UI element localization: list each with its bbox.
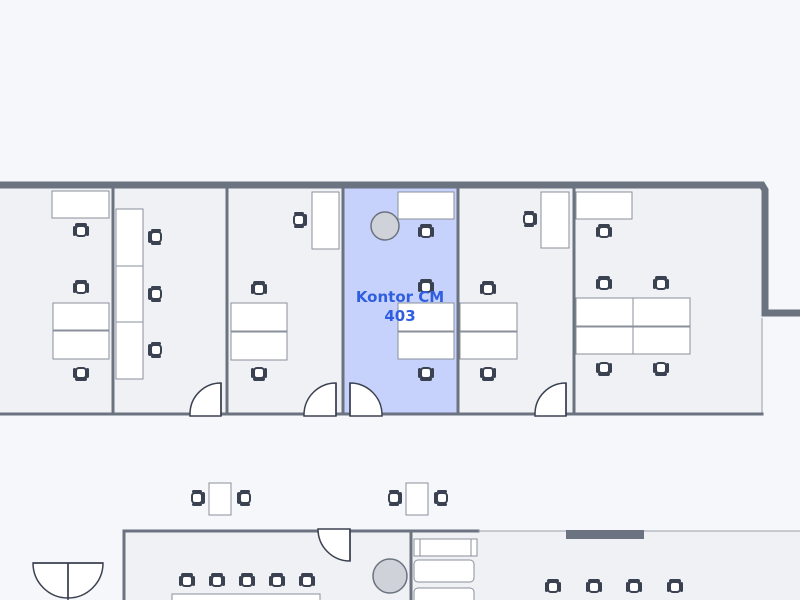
window-sill [566,530,644,539]
office-chair-icon[interactable] [148,229,162,245]
office-chair-icon[interactable] [251,367,267,381]
office-chair-icon[interactable] [653,362,669,376]
chairs [73,211,683,593]
desk[interactable] [230,302,288,332]
desk[interactable] [397,191,455,220]
office-chair-icon[interactable] [148,286,162,302]
desk[interactable] [632,326,691,355]
doors [32,382,567,600]
office-chair-icon[interactable] [480,281,496,295]
desk[interactable] [575,191,633,220]
meeting-table[interactable] [171,593,321,600]
office-chair-icon[interactable] [239,573,255,587]
desk[interactable] [459,331,518,360]
office-chair-icon[interactable] [251,281,267,295]
desk[interactable] [459,302,518,332]
office-chair-icon[interactable] [418,367,434,381]
sofa[interactable] [413,559,475,583]
office-chair-icon[interactable] [237,490,251,506]
office-chair-icon[interactable] [191,490,205,506]
office-chair-icon[interactable] [653,276,669,290]
desks [51,190,691,600]
desk[interactable] [115,265,144,323]
office-chair-icon[interactable] [626,579,642,593]
desk[interactable] [51,190,110,219]
office-chair-icon[interactable] [148,342,162,358]
office-chair-icon[interactable] [269,573,285,587]
desk[interactable] [230,331,288,361]
desk[interactable] [115,208,144,267]
potted-plant-icon [370,211,400,241]
desk[interactable] [575,326,634,355]
office-chair-icon[interactable] [434,490,448,506]
cabinet[interactable] [413,538,478,557]
corridor-table[interactable] [405,482,429,516]
room-labels: Kontor CM 403 [356,288,444,325]
walls [0,181,800,600]
desk[interactable] [52,302,110,331]
office-chair-icon[interactable] [596,224,612,238]
desk[interactable] [575,297,634,327]
corridor-top-wall [0,181,800,317]
office-chair-icon[interactable] [293,212,307,228]
office-chair-icon[interactable] [586,579,602,593]
office-chair-icon[interactable] [73,223,89,237]
desk[interactable] [540,191,570,249]
office-chair-icon[interactable] [299,573,315,587]
desk[interactable] [397,331,455,360]
potted-plant-icon [372,558,408,594]
desk[interactable] [397,302,455,332]
room-label-line1: Kontor CM [356,288,444,306]
room-label-line2: 403 [384,307,415,325]
office-chair-icon[interactable] [209,573,225,587]
desk[interactable] [52,330,110,360]
office-chair-icon[interactable] [596,362,612,376]
office-chair-icon[interactable] [388,490,402,506]
office-chair-icon[interactable] [179,573,195,587]
desk[interactable] [632,297,691,327]
plants [370,211,408,594]
office-chair-icon[interactable] [545,579,561,593]
office-chair-icon[interactable] [480,367,496,381]
sofa[interactable] [413,587,475,600]
rooms [0,187,800,600]
office-chair-icon[interactable] [418,279,434,293]
office-chair-icon[interactable] [418,224,434,238]
office-chair-icon[interactable] [73,367,89,381]
office-chair-icon[interactable] [596,276,612,290]
room-lower-left[interactable] [123,531,410,600]
office-chair-icon[interactable] [667,579,683,593]
desk[interactable] [311,191,340,250]
room-1[interactable] [0,187,112,414]
office-chair-icon[interactable] [523,211,537,227]
corridor-table[interactable] [208,482,232,516]
desk[interactable] [115,321,144,380]
room-kontor-cm-403[interactable] [344,187,457,414]
office-chair-icon[interactable] [73,280,89,294]
